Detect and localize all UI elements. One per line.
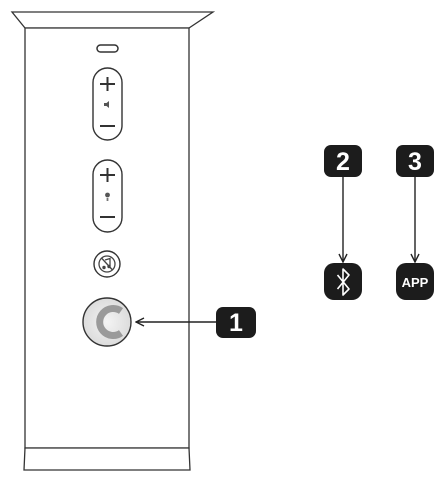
status-led bbox=[96, 44, 119, 53]
mute-music-button[interactable] bbox=[93, 250, 121, 278]
volume-up-button[interactable] bbox=[100, 77, 115, 91]
speaker-top-edge bbox=[10, 11, 216, 29]
bluetooth-icon bbox=[336, 268, 350, 296]
light-control[interactable] bbox=[92, 159, 123, 233]
music-note-off-icon bbox=[101, 257, 113, 271]
app-label: APP bbox=[402, 275, 429, 290]
c-logo-icon bbox=[96, 305, 124, 339]
power-button[interactable] bbox=[82, 297, 132, 347]
speaker-base bbox=[23, 447, 191, 471]
lightbulb-icon bbox=[105, 192, 110, 201]
callout-3-number: 3 bbox=[408, 148, 422, 176]
volume-control[interactable] bbox=[92, 67, 123, 141]
callout-2-badge: 2 bbox=[324, 145, 362, 177]
callout-3-badge: 3 bbox=[396, 145, 434, 177]
speaker-volume-icon bbox=[104, 101, 109, 108]
speaker-body bbox=[10, 11, 216, 471]
callout-1-number: 1 bbox=[229, 309, 243, 337]
app-indicator: APP bbox=[396, 263, 434, 300]
callout-1-badge: 1 bbox=[216, 307, 256, 338]
bluetooth-indicator bbox=[324, 263, 362, 300]
light-up-button[interactable] bbox=[100, 168, 115, 182]
callout-2-number: 2 bbox=[336, 148, 350, 176]
